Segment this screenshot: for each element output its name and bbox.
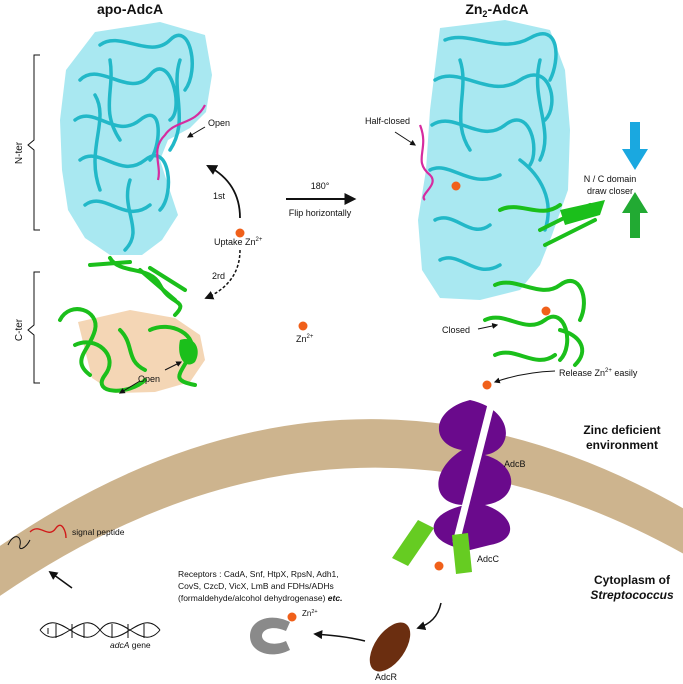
zinc-deficient-line2: environment <box>586 438 658 452</box>
apo-c-domain-surface <box>78 310 205 393</box>
adcc-label: AdcC <box>477 554 500 564</box>
open-bottom-label: Open <box>138 374 160 384</box>
adcc-left <box>392 520 434 566</box>
apo-c-lobe <box>179 339 198 365</box>
adca-gene-helix <box>39 622 161 638</box>
zn-loop <box>418 124 434 201</box>
open-bottom-arrow-right <box>164 361 183 371</box>
gene-to-peptide-arrow <box>48 570 73 589</box>
cytoplasm-line1: Cytoplasm of <box>594 573 671 587</box>
cell-membrane <box>0 419 683 597</box>
cytoplasm-line2: Streptococcus <box>590 588 674 602</box>
adcr-to-receptor-arrow <box>313 630 366 642</box>
zn-n-domain-surface <box>418 20 570 300</box>
nc-line2: draw closer <box>587 186 633 196</box>
third-label: 2rd <box>212 271 225 281</box>
apo-n-domain-surface <box>60 22 212 255</box>
apo-adca-structure <box>58 22 212 393</box>
open-top-label: Open <box>208 118 230 128</box>
adcc-to-adcr-arrow <box>416 602 442 630</box>
receptors-line3: (formaldehyde/alcohol dehydrogenase) etc… <box>178 593 342 603</box>
apo-n-domain-ribbons <box>73 33 194 252</box>
first-uptake-arrow <box>206 164 241 219</box>
free-zn-label: Zn2+ <box>296 334 314 344</box>
zn-c-sheet <box>560 200 605 225</box>
zinc-ion-release <box>482 380 492 390</box>
release-label: Release Zn2+ easily <box>559 368 638 378</box>
n-ter-label: N-ter <box>14 141 25 164</box>
zinc-ion-adcc <box>434 561 444 571</box>
uptake-label: Uptake Zn2+ <box>214 237 263 247</box>
zinc-ion-uptake <box>235 228 245 238</box>
adcr-label: AdcR <box>375 672 398 682</box>
green-up-arrow <box>622 192 648 238</box>
apo-loop <box>156 104 206 181</box>
signal-peptide-label: signal peptide <box>72 527 125 537</box>
adcc-right <box>452 533 472 574</box>
open-bottom-arrow-left <box>118 380 141 394</box>
zn-title: Zn2-AdcA <box>465 1 528 19</box>
third-uptake-arrow <box>204 249 241 300</box>
n-ter-bracket <box>27 54 40 231</box>
flip-label: Flip horizontally <box>289 208 352 218</box>
c-ter-label: C-ter <box>14 318 25 341</box>
zinc-ion-free <box>298 321 308 331</box>
adcb-label: AdcB <box>504 459 526 469</box>
zn-n-domain-ribbons <box>428 32 558 272</box>
receptor-zn-label: Zn2+ <box>302 609 318 618</box>
apo-title: apo-AdcA <box>97 1 163 17</box>
open-top-arrow <box>186 126 206 138</box>
zinc-ion-zn-adca-n <box>451 181 461 191</box>
closed-label: Closed <box>442 325 470 335</box>
signal-peptide-line <box>29 524 67 539</box>
adcb-channel <box>452 392 498 544</box>
blue-down-arrow <box>622 122 648 170</box>
peptide-chain <box>7 536 31 550</box>
adca-gene-label: adcA gene <box>110 640 151 650</box>
c-ter-bracket <box>27 271 40 384</box>
receptor-shape <box>250 617 290 655</box>
zinc-ion-receptor <box>287 612 297 622</box>
zinc-deficient-line1: Zinc deficient <box>583 423 660 437</box>
zinc-ion-zn-adca-c <box>541 306 551 316</box>
nc-line1: N / C domain <box>584 174 637 184</box>
first-label: 1st <box>213 191 226 201</box>
zn-adca-structure <box>418 20 605 367</box>
adcr-protein <box>369 622 411 672</box>
half-closed-label: Half-closed <box>365 116 410 126</box>
receptors-line1: Receptors : CadA, Snf, HtpX, RpsN, Adh1, <box>178 569 339 579</box>
rotate-label: 180° <box>311 181 330 191</box>
release-arrow <box>493 370 556 384</box>
receptors-line2: CovS, CzcD, VicX, LmB and FDHs/ADHs <box>178 581 334 591</box>
half-closed-arrow <box>394 131 417 146</box>
closed-arrow <box>477 323 499 330</box>
